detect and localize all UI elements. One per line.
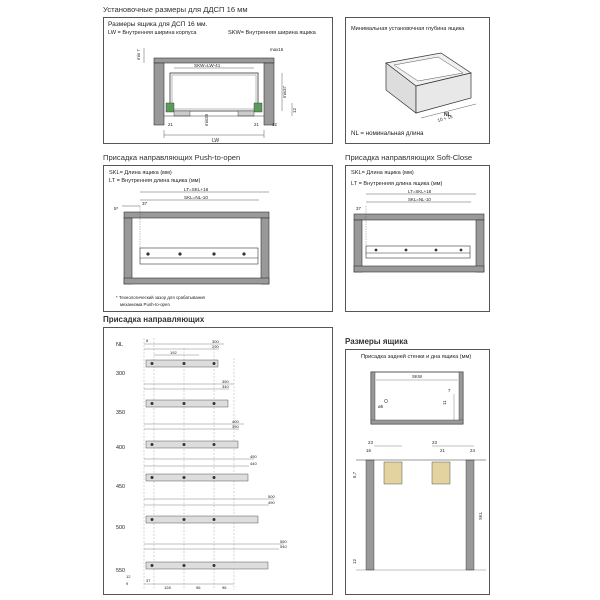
section-title-drawer-sizes: Размеры ящика [345, 337, 408, 346]
row-350-a: 350 [222, 379, 229, 384]
dim-12-right: 12 [292, 108, 297, 113]
top-dim-8: 8 [146, 338, 149, 343]
panel6-heading: Присадка задней стенки и дна ящика (мм) [361, 354, 472, 360]
row-350-b: 340 [222, 384, 229, 389]
dim-21-left: 21 [168, 122, 173, 127]
row-400-b: 390 [232, 424, 239, 429]
dim-37-p3: 37 [142, 201, 148, 206]
dim-6-7: 6,7 [352, 471, 357, 478]
legend-lt-p3: LT = Внутренняя длина ящика (мм) [109, 178, 201, 184]
dim-11-p6: 11 [442, 400, 447, 405]
bottom-dim-96-a: 96 [196, 585, 201, 590]
footnote-line-1: * Технологический зазор для срабатывания [116, 295, 205, 300]
dim-lw: LW [212, 138, 219, 144]
dim-skl-p6: SKL [478, 511, 483, 520]
row-nl-550: 550 [116, 568, 125, 574]
dim-12-bottom: 12 [272, 122, 277, 127]
slide-row-550 [144, 543, 284, 570]
row-400-a: 400 [232, 419, 239, 424]
lt-formula-p3: LT=SKL+18 [184, 187, 209, 192]
footnote-line-2: механизма Push-to-open [120, 302, 170, 307]
skl-formula-p3: SKL=NL-10 [184, 195, 208, 200]
section-title-soft-close: Присадка направляющих Soft-Close [345, 153, 473, 162]
soft-close-drawing: LT=SKL+18 SKL=NL-10 37 [353, 189, 485, 273]
row-nl-400: 400 [116, 445, 125, 451]
drawer-iso-drawing: 10 + 15 NL [385, 52, 477, 123]
slide-row-500 [144, 498, 274, 524]
dim-21-p6: 21 [440, 448, 445, 453]
dim-skw-formula: SKW=LW-41 [194, 63, 221, 68]
top-dim-192: 192 [170, 350, 177, 355]
row-nl-500: 500 [116, 525, 125, 531]
dim-7-p6: 7 [448, 388, 451, 393]
row-550-b: 540 [280, 544, 287, 549]
side-dim-9: 9 [126, 581, 129, 586]
drawer-sizes-drawing: SKW 7 ø6 11 23 23 16 21 24 6,7 12 SKL [352, 371, 486, 571]
slide-row-400 [144, 423, 244, 449]
slide-drilling-drawing: 8 300 290 192 [116, 338, 287, 590]
panel-slide-drilling: NL 8 300 290 192 [103, 327, 333, 595]
row-450-b: 440 [250, 461, 257, 466]
dim-5-p3: 5* [114, 206, 119, 211]
row-nl-350: 350 [116, 410, 125, 416]
row-nl-300: 300 [116, 371, 125, 377]
cabinet-section-drawing: SKW=LW-41 min 7 max16 min37 12 21 min28 … [136, 47, 297, 144]
legend-skl-p3: SKL= Длина ящика (мм) [109, 170, 172, 176]
panel-installation-dimensions: Размеры ящика для ДСП 16 мм. LW = Внутре… [103, 17, 333, 144]
bottom-dim-96-b: 96 [222, 585, 227, 590]
dim-nl: NL [444, 112, 451, 118]
dim-min7: min 7 [136, 49, 141, 60]
slide-row-350 [144, 383, 234, 408]
legend-lt-p4: LT = Внутренняя длина ящика (мм) [351, 181, 443, 187]
dim-min28: min28 [204, 113, 209, 126]
row-550-a: 550 [280, 539, 287, 544]
row-500-a: 500 [268, 494, 275, 499]
dim-16: 16 [366, 448, 371, 453]
lt-formula-p4: LT=SKL+18 [408, 189, 432, 194]
section-title-installation: Установочные размеры для ДДСП 16 мм [103, 5, 248, 14]
legend-lw: LW = Внутренняя ширина корпуса [108, 30, 197, 36]
bottom-dim-128: 128 [164, 585, 171, 590]
slide-row-300 [145, 359, 219, 368]
side-dim-12: 12 [126, 574, 131, 579]
dim-21-right: 21 [254, 122, 259, 127]
dim-max16: max16 [270, 47, 284, 52]
dim-24: 24 [470, 448, 475, 453]
top-dim-300: 300 [212, 339, 219, 344]
push-to-open-drawing: LT=SKL+18 SKL=NL-10 37 5* [114, 187, 270, 285]
panel2-heading: Минимальная установочная глубина ящика [351, 26, 465, 32]
dim-23-right: 23 [432, 440, 437, 445]
section-title-push-to-open: Присадка направляющих Push-to-open [103, 153, 241, 162]
nl-column-header: NL [116, 342, 124, 348]
row-500-b: 490 [268, 500, 275, 505]
bottom-dim-37: 37 [146, 578, 151, 583]
dim-6-p6: ø6 [378, 404, 384, 409]
skl-formula-p4: SKL=NL-10 [408, 197, 431, 202]
row-nl-450: 450 [116, 484, 125, 490]
dim-23-left: 23 [368, 440, 373, 445]
panel-soft-close: SKL= Длина ящика (мм) LT = Внутренняя дл… [345, 165, 490, 312]
dim-skw-p6: SKW [412, 374, 423, 379]
top-dim-290: 290 [212, 344, 219, 349]
panel-push-to-open: SKL= Длина ящика (мм) LT = Внутренняя дл… [103, 165, 333, 312]
legend-skw: SKW= Внутренняя ширина ящика [228, 30, 316, 36]
dim-10-15: 10 + 15 [437, 114, 454, 123]
legend-skl-p4: SKL= Длина ящика (мм) [351, 170, 414, 176]
dim-37-p4: 37 [356, 206, 361, 211]
dim-12-p6: 12 [352, 559, 357, 564]
slide-row-450 [144, 458, 254, 482]
row-450-a: 450 [250, 454, 257, 459]
dim-min37: min37 [282, 85, 287, 98]
panel-min-depth: Минимальная установочная глубина ящика 1… [345, 17, 490, 144]
panel1-heading: Размеры ящика для ДСП 16 мм. [108, 21, 208, 28]
panel-drawer-sizes: Присадка задней стенки и дна ящика (мм) … [345, 349, 490, 595]
nl-definition: NL = номинальная длина [351, 130, 424, 137]
section-title-slide-drilling: Присадка направляющих [103, 315, 205, 324]
